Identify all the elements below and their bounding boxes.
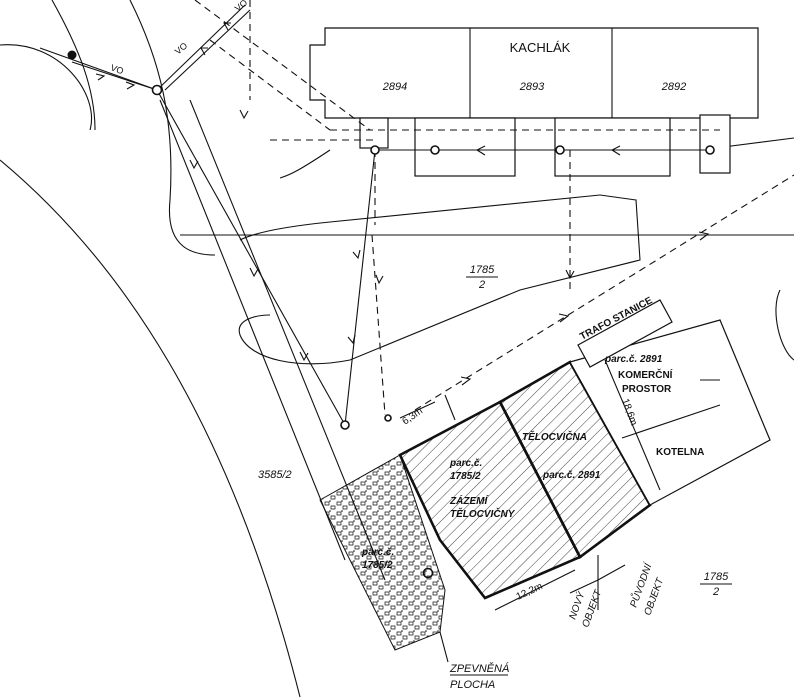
paved-area: [319, 454, 446, 651]
kotelna-label: KOTELNA: [656, 447, 704, 458]
parc-2891-b-label: parc.č. 2891: [542, 470, 601, 481]
building-kachlak: [309, 27, 759, 177]
telocvicna-label: TĚLOCVIČNA: [522, 430, 587, 443]
parcel-1785-2-right-num: 1785: [704, 571, 729, 583]
dim-6-3m: 6,3m: [400, 406, 425, 428]
parc-1785-label-2: 1785/2: [450, 471, 481, 482]
zazemi-label-1: ZÁZEMÍ: [449, 494, 489, 507]
existing-building: [569, 299, 771, 506]
vo-label-3: VO: [233, 0, 249, 14]
new-building-zazemi: [398, 400, 582, 600]
utility-arrows: [95, 22, 710, 386]
parcel-1785-2-right-den: 2: [712, 586, 719, 598]
prostor-label: PROSTOR: [622, 384, 672, 395]
zazemi-label-2: TĚLOCVIČNY: [450, 507, 516, 520]
parcel-2892: 2892: [661, 81, 686, 93]
parcel-2894: 2894: [382, 81, 407, 93]
zpevnena-plocha-2: PLOCHA: [450, 679, 495, 691]
zpevnena-plocha-1: ZPEVNĚNÁ: [449, 662, 509, 675]
komercni-label: KOMERČNÍ: [618, 368, 673, 381]
parcel-1785-2-main-num: 1785: [470, 264, 495, 276]
parc-2891-label: parc.č. 2891: [604, 354, 663, 365]
parc-1785-label-1: parc.č.: [449, 458, 482, 469]
building-name: KACHLÁK: [510, 40, 571, 55]
dimension-lines: [399, 359, 661, 611]
vo-label: VO: [109, 62, 125, 76]
parcel-3585-2: 3585/2: [258, 469, 292, 481]
paved-parc-label-2: 1785/2: [362, 560, 393, 571]
vo-label-2: VO: [173, 41, 189, 57]
parcel-2893: 2893: [519, 81, 545, 93]
utility-lines: [39, 0, 794, 426]
paved-parc-label-1: parc.č.: [361, 547, 394, 558]
parcel-1785-2-main-den: 2: [478, 279, 485, 291]
